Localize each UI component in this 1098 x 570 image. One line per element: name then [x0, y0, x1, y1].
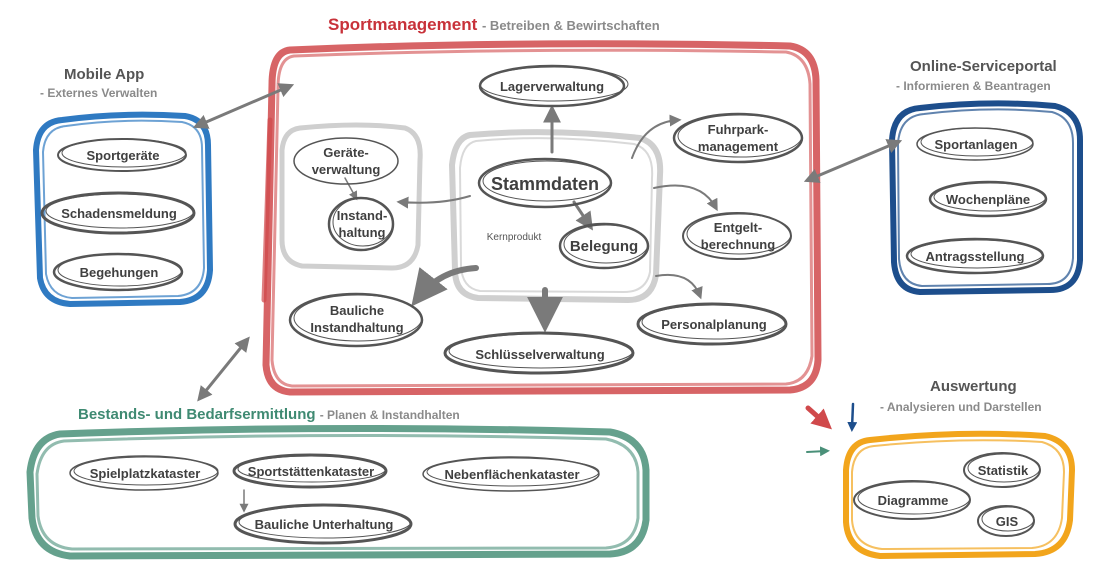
node-geraete-line2: verwaltung — [311, 162, 381, 177]
bestand-item-nebenflaechenkataster: Nebenflächenkataster — [426, 463, 598, 485]
node-entgelt-line1: Entgelt- — [713, 220, 763, 235]
frame-connectors — [192, 83, 903, 402]
mobile-item-schadensmeldung-label: Schadensmeldung — [61, 205, 177, 221]
node-personalplanung: Personalplanung — [642, 312, 786, 336]
mobile-item-begehungen-label: Begehungen — [79, 264, 159, 280]
mobile-app-subtitle: - Externes Verwalten — [40, 86, 158, 100]
node-geraete-line1: Geräte- — [323, 145, 369, 160]
mobile-item-schadensmeldung: Schadensmeldung — [46, 202, 192, 224]
auswertung-item-statistik-label: Statistik — [977, 462, 1029, 478]
kernprodukt-frame — [448, 129, 664, 304]
internal-arrows — [239, 104, 718, 513]
auswertung-item-diagramme-label: Diagramme — [877, 492, 949, 508]
node-geraeteverwaltung: Geräte-verwaltung — [298, 140, 394, 182]
bestand-frame — [26, 424, 650, 560]
mobile-item-sportgeraete: Sportgeräte — [62, 144, 184, 166]
mobile-app-frame — [32, 111, 214, 308]
sportmanagement-frame — [261, 40, 822, 396]
portal-item-wochenplaene: Wochenpläne — [932, 188, 1044, 210]
node-stammdaten: Stammdaten — [482, 170, 608, 198]
node-bauliche-line1: Bauliche — [329, 303, 385, 318]
kernprodukt-caption: Kernprodukt — [478, 228, 550, 246]
node-outlines — [40, 64, 1048, 545]
sportmanagement-title-sub: - Betreiben & Bewirtschaften — [481, 18, 660, 33]
bestand-item-spielplatzkataster-label: Spielplatzkataster — [89, 465, 201, 481]
sportmanagement-title: Sportmanagement - Betreiben & Bewirtscha… — [328, 15, 660, 35]
node-schluesselverwaltung-label: Schlüsselverwaltung — [475, 346, 605, 362]
bestand-item-sportstaettenkataster: Sportstättenkataster — [236, 460, 386, 482]
node-fuhrpark-line2: management — [697, 139, 779, 154]
auswertung-input-arrows — [805, 402, 858, 457]
bestand-item-bauliche-unterhaltung: Bauliche Unterhaltung — [236, 513, 412, 535]
portal-item-wochenplaene-label: Wochenpläne — [945, 191, 1031, 207]
node-schluesselverwaltung: Schlüsselverwaltung — [450, 342, 630, 366]
portal-subtitle: - Informieren & Beantragen — [896, 79, 1051, 93]
auswertung-item-gis-label: GIS — [995, 513, 1019, 529]
mobile-app-title: Mobile App — [64, 66, 145, 83]
node-stammdaten-label: Stammdaten — [490, 173, 600, 194]
bestand-title: Bestands- und Bedarfsermittlung - Planen… — [78, 406, 460, 423]
auswertung-subtitle: - Analysieren und Darstellen — [880, 400, 1042, 414]
node-belegung-label: Belegung — [569, 237, 639, 255]
bestand-title-main: Bestands- und Bedarfsermittlung — [78, 406, 316, 423]
node-instandhaltung: Instand-haltung — [330, 202, 394, 246]
portal-item-antragsstellung: Antragsstellung — [908, 245, 1042, 267]
kernprodukt-caption-label: Kernprodukt — [486, 231, 542, 243]
portal-item-antragsstellung-label: Antragsstellung — [925, 248, 1025, 264]
portal-item-sportanlagen-label: Sportanlagen — [934, 136, 1018, 152]
node-instand-line1: Instand- — [336, 208, 388, 223]
bestand-item-sportstaettenkataster-label: Sportstättenkataster — [247, 463, 375, 479]
node-entgelt-line2: berechnung — [700, 237, 776, 252]
auswertung-frame — [843, 430, 1076, 560]
bestand-item-spielplatzkataster: Spielplatzkataster — [72, 462, 218, 484]
mobile-item-begehungen: Begehungen — [58, 261, 180, 283]
portal-item-sportanlagen: Sportanlagen — [920, 133, 1032, 155]
node-instand-line2: haltung — [338, 225, 386, 240]
auswertung-item-statistik: Statistik — [966, 459, 1040, 481]
sportmanagement-title-main: Sportmanagement — [328, 15, 478, 34]
node-lagerverwaltung: Lagerverwaltung — [484, 74, 620, 98]
mobile-item-sportgeraete-label: Sportgeräte — [86, 147, 160, 163]
node-fuhrparkmanagement: Fuhrpark-management — [680, 114, 796, 162]
geraete-frame — [279, 122, 423, 271]
node-fuhrpark-line1: Fuhrpark- — [707, 122, 769, 137]
portal-title: Online-Serviceportal — [910, 58, 1057, 75]
node-personalplanung-label: Personalplanung — [661, 316, 767, 332]
bestand-title-sub: - Planen & Instandhalten — [319, 408, 460, 422]
auswertung-item-diagramme: Diagramme — [856, 489, 970, 511]
node-entgeltberechnung: Entgelt-berechnung — [688, 214, 788, 258]
bestand-item-bauliche-unterhaltung-label: Bauliche Unterhaltung — [254, 516, 394, 532]
node-lagerverwaltung-label: Lagerverwaltung — [499, 78, 605, 94]
auswertung-item-gis: GIS — [980, 510, 1034, 532]
auswertung-title: Auswertung — [930, 378, 1017, 395]
bestand-item-nebenflaechenkataster-label: Nebenflächenkataster — [444, 466, 580, 482]
node-belegung: Belegung — [562, 234, 646, 258]
node-bauliche-line2: Instandhaltung — [310, 320, 404, 335]
